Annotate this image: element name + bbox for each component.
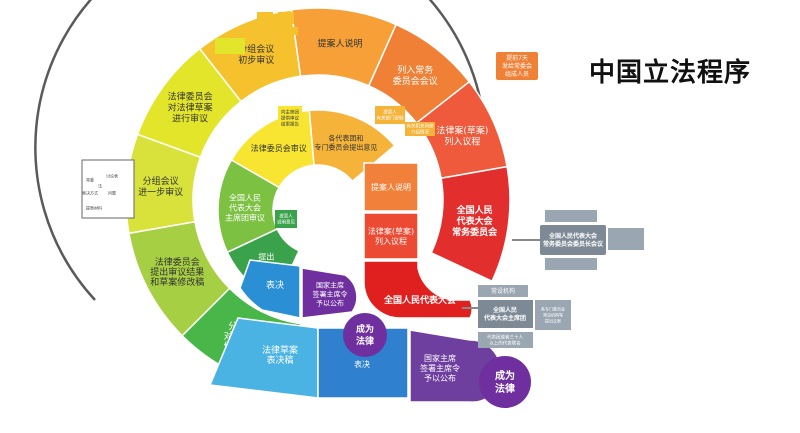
become-law-bubble-inner [343, 313, 387, 357]
top-tag-3 [258, 27, 298, 35]
inner-note-label: 向主席团提供审议结果报告 [281, 109, 299, 128]
inner-note-label: 有关机关列席介绍情况 [407, 123, 434, 136]
inner-right-step-0 [363, 162, 419, 212]
npc-note-bottom-label: 代表团或者三十人以上的代表联名 [487, 334, 523, 347]
become-law-bubble-outer [479, 356, 531, 408]
outer-step-6 [430, 165, 511, 283]
outer-left-step-label: 法律草案表决稿 [262, 344, 298, 366]
npc-note-bottom [478, 332, 533, 348]
page-title: 中国立法程序 [588, 58, 751, 88]
become-law-label-inner: 成为法律 [356, 323, 374, 347]
inner-right-step-label: 法律案(草案)列入议程 [368, 226, 414, 246]
legend-item: 讨论表 [106, 172, 118, 178]
npc-bureau-label: 全国人民代表大会主席团 [483, 306, 526, 322]
npc-note-label: 各专门委员会常设机构等提出议案 [541, 305, 565, 323]
inner-note-2 [405, 122, 435, 136]
npcsc-note-bottom [545, 258, 597, 270]
inner-right-step-label: 全国人民代表大会 [383, 294, 457, 306]
standing-box-label: 常设机构 [491, 287, 515, 295]
inner-right-step-1 [363, 212, 419, 260]
standing-box [478, 285, 528, 297]
orange-note [496, 52, 538, 80]
inner-step-label: 法律委员会审议 [251, 143, 307, 153]
top-tag-2 [278, 12, 294, 24]
outer-step-label: 法律案(草案)列入议程 [436, 124, 488, 147]
inner-note-1 [375, 106, 405, 124]
inner-left-step-label: 表决 [266, 279, 284, 291]
inner-left-step-3 [301, 267, 358, 319]
inner-right-step-2 [363, 260, 473, 319]
inner-note-label: 提案人说明意见 [277, 213, 295, 226]
outer-step-label: 全国人民代表大会常务委员会 [452, 204, 498, 238]
become-law-label: 成为法律 [495, 369, 515, 395]
inner-step-label: 各代表团和专门委员会提出意见 [314, 134, 377, 152]
inner-left-step-label: 国家主席签署主席令予以公布 [313, 280, 348, 307]
inner-left-step-label: 全国人民代表大会主席团审议 [225, 192, 265, 222]
inner-left-step-0 [217, 158, 281, 254]
outer-left-step-label: 法律委员会提出审议结果和草案修改稿 [150, 256, 204, 288]
orange-note-label: 提前7天发给常委会组成人员 [502, 54, 532, 78]
outer-step-label: 法律委员会对法律草案进行审议 [168, 90, 213, 124]
npcsc-note-right [608, 228, 644, 250]
inner-note-4 [275, 210, 297, 228]
outer-step-label: 分组会议初步审议 [238, 43, 274, 66]
npc-note-right [535, 300, 571, 330]
npcsc-box-label: 全国人民代表大会常务委员会委员长会议 [543, 232, 604, 248]
npcsc-box [540, 225, 606, 255]
outer-left-step-label: 表决 [354, 359, 370, 369]
legend-panel [81, 159, 135, 219]
top-tag-1 [257, 12, 273, 24]
inner-note-3 [278, 106, 302, 130]
outer-guide-line [34, 0, 487, 301]
legend-item: 提案材料 [86, 204, 102, 210]
legend-item: 常委 [86, 176, 94, 182]
outer-left-step-0 [128, 220, 231, 337]
npcsc-note-top [545, 210, 597, 222]
inner-left-step-2 [239, 259, 301, 319]
outer-step-label: 列入常务委员会会议 [393, 64, 438, 87]
inner-right-step-label: 提案人说明 [371, 182, 411, 192]
top-tag-4 [215, 38, 245, 54]
npc-bureau-box [478, 300, 533, 328]
outer-left-step-label: 国家主席签署主席令予以公布 [420, 353, 460, 383]
legend-item: 法 [98, 182, 102, 188]
legend-item: 表决方式 [82, 189, 98, 195]
outer-step-label: 分组会议进一步审议 [138, 175, 183, 198]
legend-item: 问题 [108, 189, 116, 195]
inner-note-label: 提案人有关部门说明 [377, 109, 404, 122]
outer-step-label: 提案人说明 [317, 38, 362, 50]
